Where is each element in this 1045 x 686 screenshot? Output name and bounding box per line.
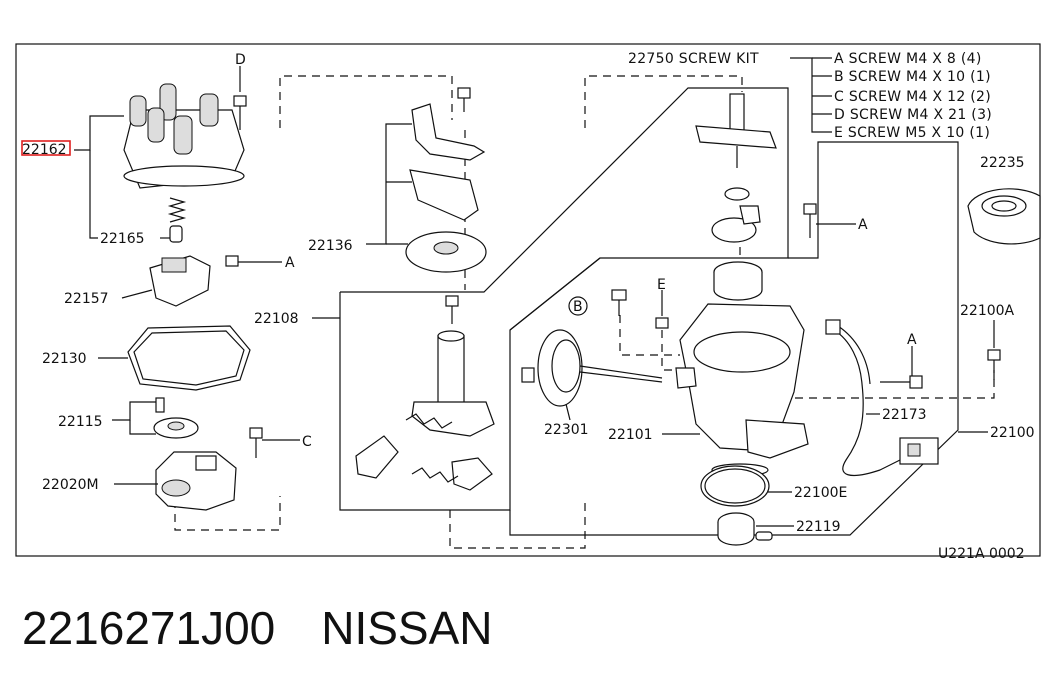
screw-a-housing[interactable]: [880, 346, 923, 389]
diagram-frame: [15, 43, 1041, 557]
oring-seal[interactable]: [127, 325, 251, 391]
dash-bottom-left: [174, 496, 281, 531]
leader-22162b: [89, 150, 98, 239]
leader-22115b: [129, 420, 156, 435]
dash-bottom-center: [449, 500, 586, 549]
ref-b: B: [573, 299, 583, 315]
coupling-22119[interactable]: [717, 512, 773, 546]
label-22173[interactable]: 22173: [882, 407, 927, 423]
dash-top-left: [279, 75, 453, 128]
ref-a-housing: A: [907, 332, 917, 348]
bolt-22100a[interactable]: [987, 320, 1001, 380]
ref-e: E: [657, 277, 666, 293]
right-box: [509, 257, 601, 331]
distributor-cap[interactable]: [123, 83, 245, 189]
screw-a-shaft[interactable]: [803, 203, 856, 238]
label-22162[interactable]: 22162: [22, 142, 67, 158]
screw-d[interactable]: [233, 66, 247, 130]
carbon-spring[interactable]: [167, 197, 187, 243]
screw-kit-item-b: B SCREW M4 X 10 (1): [834, 69, 991, 85]
label-22100a[interactable]: 22100A: [960, 303, 1015, 319]
screw-pickup[interactable]: [457, 87, 471, 112]
leader-22162: [74, 115, 124, 151]
screw-c[interactable]: [249, 427, 300, 458]
label-22136[interactable]: 22136: [308, 238, 353, 254]
ref-a-shaft: A: [858, 217, 868, 233]
brand-name: NISSAN: [321, 602, 493, 654]
cap-22235[interactable]: [967, 188, 1041, 245]
vacuum-advance[interactable]: [521, 329, 663, 407]
label-22119[interactable]: 22119: [796, 519, 841, 535]
ref-a-rotor: A: [285, 255, 295, 271]
leader-22115: [112, 401, 156, 421]
leader-screwkit: [790, 57, 832, 133]
part-number: 2216271J00: [22, 602, 276, 654]
screw-kit-title[interactable]: 22750 SCREW KIT: [628, 51, 759, 67]
label-22101[interactable]: 22101: [608, 427, 653, 443]
wiring-harness[interactable]: [825, 319, 939, 477]
rotor-head[interactable]: [153, 397, 199, 439]
label-22157[interactable]: 22157: [64, 291, 109, 307]
diagram-code: U221A 0002: [938, 546, 1025, 562]
label-22020m[interactable]: 22020M: [42, 477, 99, 493]
label-22108[interactable]: 22108: [254, 311, 299, 327]
leader-22301: [565, 403, 571, 421]
screw-kit-item-c: C SCREW M4 X 12 (2): [834, 89, 991, 105]
label-22100e[interactable]: 22100E: [794, 485, 847, 501]
pickup-assembly[interactable]: [405, 103, 487, 273]
screw-a-rotor[interactable]: [225, 255, 282, 267]
housing-box: [509, 141, 959, 536]
screw-kit-item-a: A SCREW M4 X 8 (4): [834, 51, 982, 67]
ref-c: C: [302, 434, 312, 450]
label-22100[interactable]: 22100: [990, 425, 1035, 441]
dash-shaft: [619, 315, 680, 356]
label-22130[interactable]: 22130: [42, 351, 87, 367]
label-22235[interactable]: 22235: [980, 155, 1025, 171]
dash-top-mid: [584, 75, 743, 128]
oring-22100e[interactable]: [700, 465, 770, 507]
screw-kit-item-d: D SCREW M4 X 21 (3): [834, 107, 992, 123]
rotor[interactable]: [149, 255, 211, 307]
ignition-module[interactable]: [155, 451, 237, 511]
distributor-housing[interactable]: [675, 303, 809, 477]
highlight-box: [21, 140, 71, 156]
screw-e[interactable]: [655, 290, 669, 329]
ref-d: D: [235, 52, 246, 68]
center-box: [339, 87, 789, 511]
drive-shaft[interactable]: [695, 93, 777, 243]
screw-b[interactable]: [568, 289, 627, 316]
label-22301[interactable]: 22301: [544, 422, 589, 438]
leader-22136: [366, 123, 412, 245]
leader-22157: [121, 289, 153, 299]
screw-kit-item-e: E SCREW M5 X 10 (1): [834, 125, 990, 141]
governor-shaft[interactable]: [355, 295, 495, 491]
seal-ring-top[interactable]: [713, 261, 763, 301]
label-22115[interactable]: 22115: [58, 414, 103, 430]
label-22165[interactable]: 22165: [100, 231, 145, 247]
footer-caption: 2216271J00 NISSAN: [22, 598, 539, 658]
